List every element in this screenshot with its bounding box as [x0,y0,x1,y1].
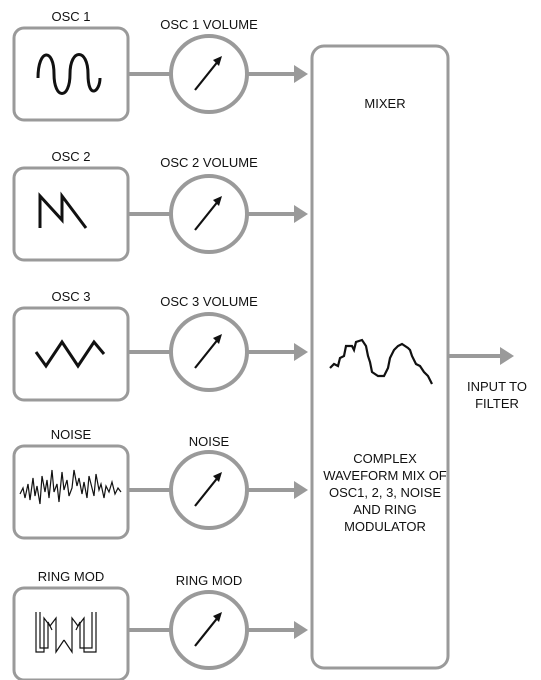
osc3-to-mixer-arrowhead [294,343,308,361]
mixer-description: COMPLEX WAVEFORM MIX OF OSC1, 2, 3, NOIS… [323,451,447,534]
ring-label: RING MOD [37,569,105,584]
osc3-label: OSC 3 [51,289,91,304]
osc2-knob-arrowhead [213,196,222,206]
noise-volume-label: NOISE [188,434,230,449]
sawtooth-wave-icon [38,191,88,229]
mixer-title: MIXER [364,96,406,111]
ring-volume-label: RING MOD [175,573,243,588]
noise-knob-arrowhead [213,472,222,482]
ring-box [12,586,130,680]
osc1-to-mixer-arrowhead [294,65,308,83]
ring-knob-pointer [194,615,220,647]
noise-knob-pointer [194,475,220,507]
osc2-box [12,166,130,262]
osc3-knob-arrowhead [213,334,222,344]
osc1-knob-pointer [194,59,220,91]
complex-waveform-icon [329,338,433,385]
osc1-knob-arrowhead [213,56,222,66]
output-arrowhead [500,347,514,365]
ring-mod-wave-icon [35,612,97,654]
triangle-wave-icon [34,339,106,369]
osc2-to-mixer-arrowhead [294,205,308,223]
osc1-row [12,26,308,122]
noise-to-mixer-arrowhead [294,481,308,499]
noise-wave-icon [19,469,122,505]
ring-row [12,586,308,680]
osc2-knob-pointer [194,199,220,231]
ring-knob-arrowhead [213,612,222,622]
osc2-row [12,166,308,262]
osc2-label: OSC 2 [51,149,91,164]
osc3-knob-pointer [194,337,220,369]
osc2-volume-label: OSC 2 VOLUME [160,155,258,170]
osc3-row [12,306,308,402]
sine-wave-icon [36,53,102,95]
osc3-volume-label: OSC 3 VOLUME [160,294,258,309]
output-label: INPUT TO FILTER [467,379,527,411]
ring-to-mixer-arrowhead [294,621,308,639]
osc1-label: OSC 1 [51,9,91,24]
mixer-box [310,44,450,670]
noise-row [12,444,308,540]
osc1-volume-label: OSC 1 VOLUME [160,17,258,32]
noise-label: NOISE [50,427,92,442]
